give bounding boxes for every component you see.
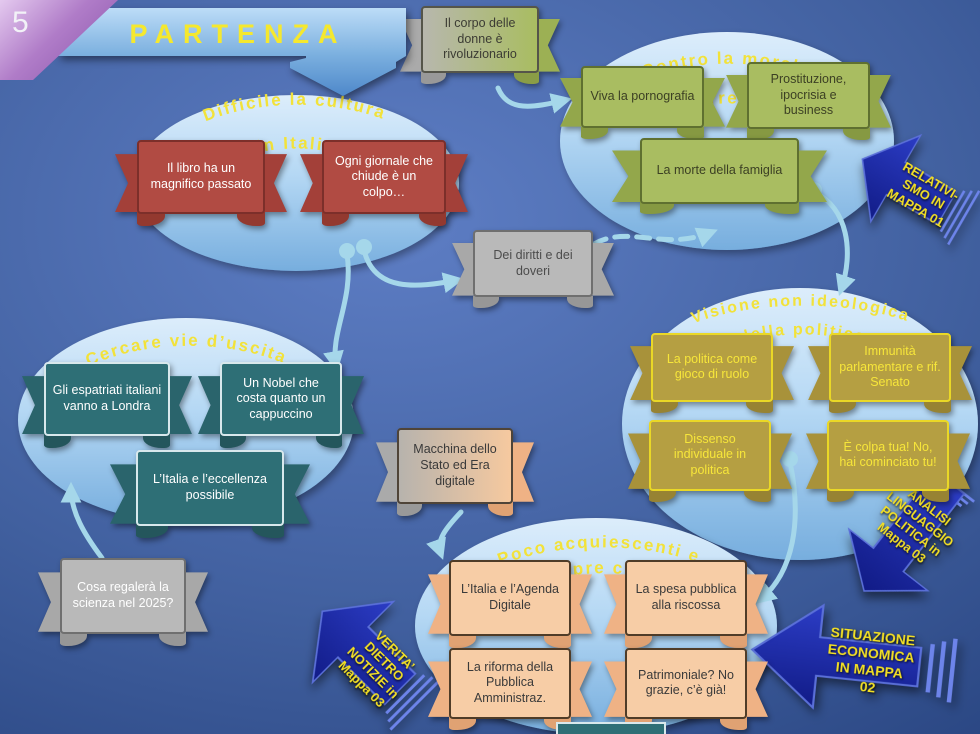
partenza-banner: PARTENZA [58,8,406,96]
ribbon-label: La morte della famiglia [656,162,783,177]
ellipse-title-visione-1: Visione non ideologica [689,293,912,328]
ribbon-label: L’Italia e l’Agenda Digitale [461,582,559,612]
ribbon-morte: La morte della famiglia [612,138,827,216]
ribbon-label: Immunità parlamentare e rif. Senato [839,344,941,390]
ribbon-riforma: La riforma della Pubblica Amministraz. [428,648,592,732]
ribbon-label: L’Italia e l’eccellenza possibile [153,472,267,502]
ribbon-label: La riforma della Pubblica Amministraz. [466,659,554,706]
ribbon-viva: Viva la pornografia [560,66,725,140]
connector-dot [356,239,372,255]
ribbon-label: La spesa pubblica alla riscossa [635,582,737,612]
connector-cosa-cercare [60,481,105,561]
ribbon-nobel: Un Nobel che costa quanto un cappuccino [198,362,364,450]
ribbon-label: Il libro ha un magnifico passato [150,161,252,191]
map-arrow-label: SITUAZIONE ECONOMICA IN MAPPA 02 [826,624,916,696]
ribbon-label: Patrimoniale? No grazie, c’è già! [638,667,734,698]
ribbon-prostituzione: Prostituzione, ipocrisia e business [726,62,891,142]
ribbon-giornale: Ogni giornale che chiude è un colpo… [300,140,468,228]
ribbon-patrimoniale: Patrimoniale? No grazie, c’è già! [604,648,768,732]
ribbon-label: Il corpo delle donne è rivoluzionario [443,16,517,62]
ribbon-gioco: La politica come gioco di ruolo [630,333,794,415]
ribbon-label: Prostituzione, ipocrisia e business [770,72,847,118]
ribbon-diritti: Dei diritti e dei doveri [452,230,614,310]
ribbon-label: Cosa regalerà la scienza nel 2025? [72,580,174,610]
ribbon-dissenso: Dissenso individuale in politica [628,420,792,504]
ribbon-label: Dissenso individuale in politica [673,431,747,478]
ribbon-label: Dei diritti e dei doveri [493,247,573,278]
ribbon-immunita: Immunità parlamentare e rif. Senato [808,333,972,415]
ribbon-agenda: L’Italia e l’Agenda Digitale [428,560,592,650]
connector-difficile-cercare [323,251,351,373]
slide-title: PARTENZA [130,19,347,49]
connector-macchina-poco [426,509,464,560]
ribbon-label: È colpa tua! No, hai cominciato tu! [839,439,937,470]
ribbon-espatriati: Gli espatriati italiani vanno a Londra [22,362,192,450]
map-arrow-situazione: SITUAZIONE ECONOMICA IN MAPPA 02 [739,586,980,734]
partenza-arrow-shape [58,8,406,96]
ribbon-libro: Il libro ha un magnifico passato [115,140,287,228]
ribbon-cosa: Cosa regalerà la scienza nel 2025? [38,558,208,648]
ribbon-label: Viva la pornografia [590,89,695,104]
connector-dot [339,243,355,259]
ribbon-spesa: La spesa pubblica alla riscossa [604,560,768,650]
ribbon-label: Macchina dello Stato ed Era digitale [413,442,497,488]
slide-number: 5 [12,6,29,39]
ribbon-label: Ogni giornale che chiude è un colpo… [335,153,433,199]
ribbon-eccellenza: L’Italia e l’eccellenza possibile [110,450,310,540]
ribbon-label: Un Nobel che costa quanto un cappuccino [236,375,326,421]
block-arrow-icon [750,603,958,710]
ribbon-corpo: Il corpo delle donne è rivoluzionario [400,6,560,86]
ribbon-colpa: È colpa tua! No, hai cominciato tu! [806,420,970,504]
ribbon-macchina: Macchina dello Stato ed Era digitale [376,428,534,518]
connector-corpo-viva [495,85,573,114]
ribbon-label: Gli espatriati italiani vanno a Londra [52,383,162,413]
cutoff-banner-edge [556,722,666,734]
connector-difficile-diritti [361,247,465,294]
ribbon-label: La politica come gioco di ruolo [666,351,758,382]
